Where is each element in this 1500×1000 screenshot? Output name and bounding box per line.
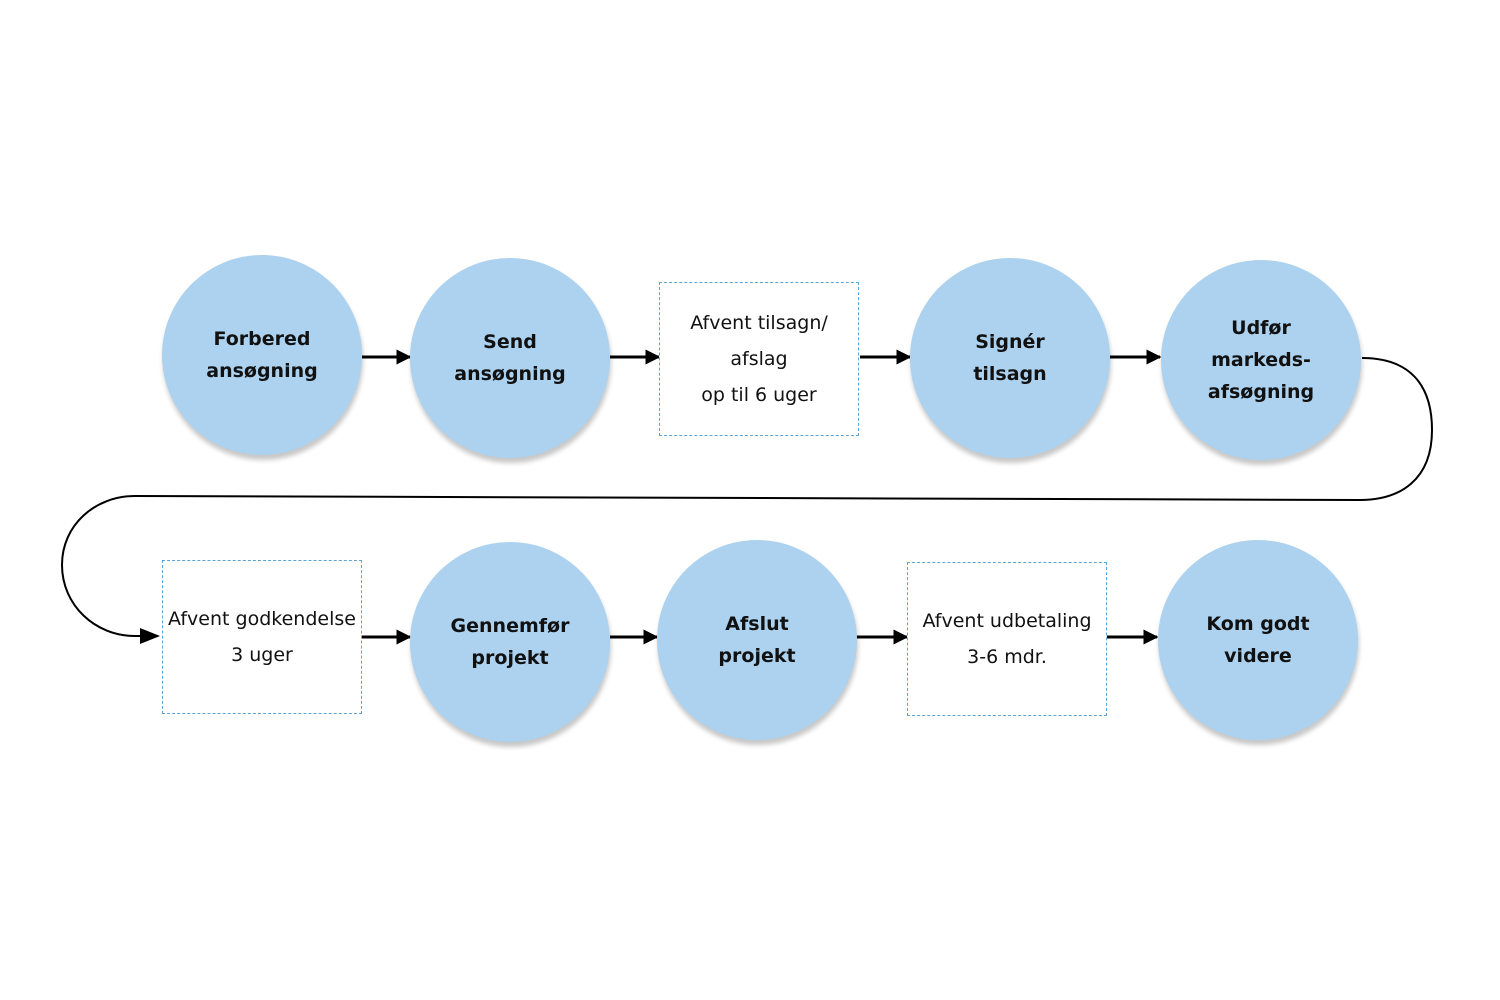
step-label-line: projekt [718,645,796,667]
step-label-line: projekt [471,647,549,669]
step-label-line: Afslut [725,613,789,635]
step-label-line: Kom godt [1206,613,1310,635]
wait-label-line: Afvent udbetaling [922,610,1092,632]
step-label-line: ansøgning [454,363,566,385]
step-forbered-ansoegning: Forbered ansøgning [162,255,362,455]
step-afslut-projekt: Afslut projekt [657,540,857,740]
straight-arrows [362,349,1162,645]
step-label-line: afsøgning [1207,381,1315,403]
wait-label-line: 3 uger [231,644,293,666]
wait-label-line: afslag [730,348,788,370]
step-label-line: Gennemfør [450,615,570,637]
step-label-line: Signér [975,331,1045,353]
step-label-line: Forbered [213,328,311,350]
step-label-line: Send [483,331,537,353]
wait-label-line: op til 6 uger [701,384,817,406]
wait-label-line: 3-6 mdr. [967,646,1047,668]
wrap-around-connector [60,357,1434,637]
step-kom-godt-videre: Kom godt videre [1158,540,1358,740]
wait-afvent-godkendelse: Afvent godkendelse 3 uger [162,560,362,714]
step-signer-tilsagn: Signér tilsagn [910,258,1110,458]
wait-afvent-udbetaling: Afvent udbetaling 3-6 mdr. [907,562,1107,716]
step-label-line: videre [1224,645,1292,667]
wait-label-line: Afvent tilsagn/ [690,312,828,334]
wait-label-line: Afvent godkendelse [168,608,356,630]
step-send-ansoegning: Send ansøgning [410,258,610,458]
step-label-line: ansøgning [206,360,318,382]
step-label-line: markeds- [1211,349,1311,371]
step-label-line: tilsagn [973,363,1047,385]
wait-afvent-tilsagn: Afvent tilsagn/ afslag op til 6 uger [659,282,859,436]
step-udfoer-markedsafsoegning: Udfør markeds- afsøgning [1161,260,1361,460]
step-gennemfoer-projekt: Gennemfør projekt [410,542,610,742]
step-label-line: Udfør [1231,317,1291,339]
wrap-around-arrowhead [140,628,160,644]
